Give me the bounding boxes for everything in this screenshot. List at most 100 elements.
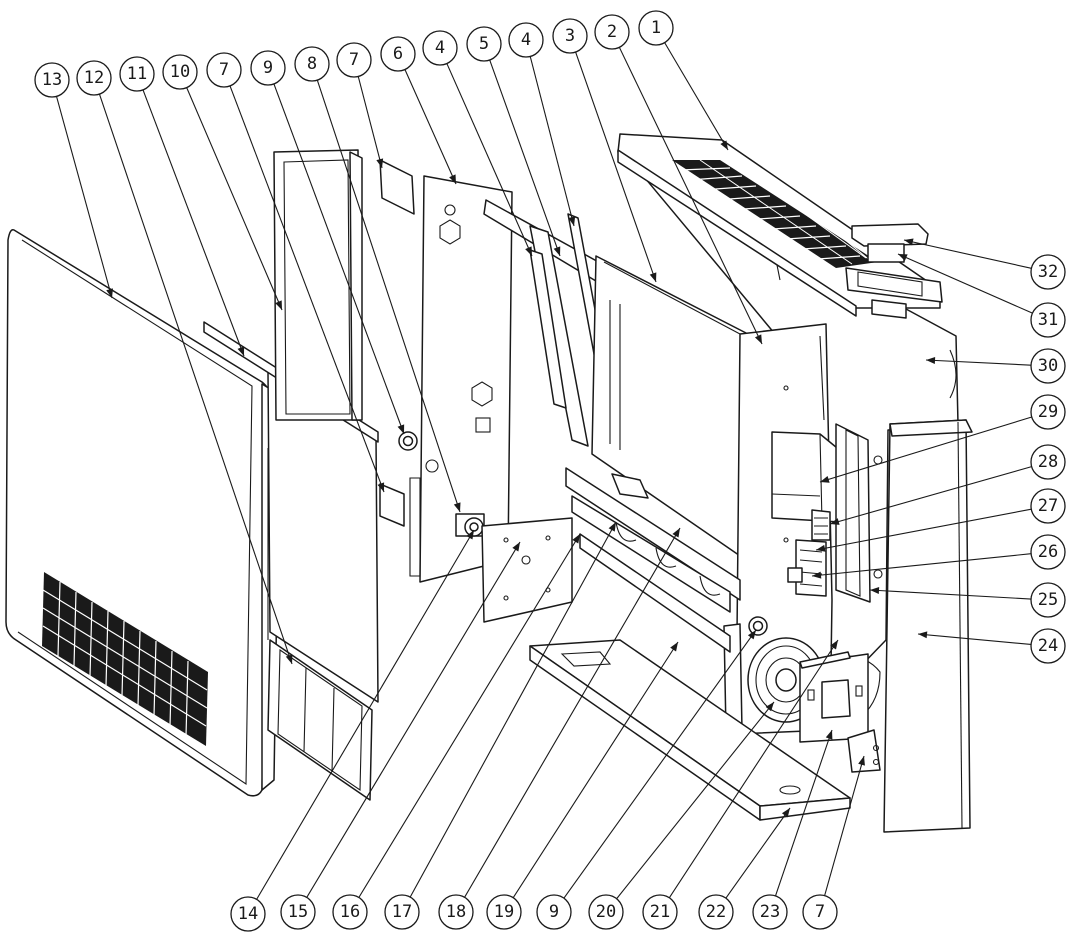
leader-line-30 [925,359,1032,366]
callout-circle [1030,348,1066,384]
callout-circle [1030,488,1066,524]
callout-circle [34,62,70,98]
callout-18: 18 [438,894,474,930]
control-box [771,423,883,603]
callout-circle [1030,444,1066,480]
leader-line-32 [903,239,1032,269]
leader-line-11 [142,89,245,357]
leader-line-4 [446,63,533,257]
leader-line-19 [512,641,679,899]
callout-number: 27 [1038,496,1058,516]
leader-arrow-7 [377,482,385,492]
callout-circle [802,894,838,930]
callout-circle [466,26,502,62]
leader-line-9 [563,629,757,899]
callout-number: 12 [84,68,104,88]
leader-line-28 [829,466,1032,525]
leader-arrow-8 [453,502,461,512]
callout-25: 25 [1030,582,1066,618]
leader-arrow-30 [926,356,936,364]
callout-circle [698,894,734,930]
leader-arrow-18 [672,528,680,538]
callout-9: 9 [536,894,572,930]
callout-number: 7 [349,50,359,70]
callout-number: 9 [549,902,559,922]
leader-arrow-4 [568,216,576,226]
callout-number: 14 [238,904,258,924]
leader-arrow-21 [830,640,838,650]
leader-arrow-11 [237,346,245,356]
callout-6: 6 [380,36,416,72]
callout-number: 19 [494,902,514,922]
callout-number: 23 [760,902,780,922]
small-bracket-top [379,159,415,215]
leader-line-22 [725,807,791,899]
callout-number: 16 [340,902,360,922]
parts-layer [5,133,973,833]
callout-7: 7 [206,52,242,88]
leader-arrow-9 [747,630,756,640]
front-cover-panel [5,228,281,797]
callout-number: 22 [706,902,726,922]
leader-arrow-7 [376,158,384,168]
callout-28: 28 [1030,444,1066,480]
callout-circle [642,894,678,930]
callout-number: 6 [393,44,403,64]
callout-circle [206,52,242,88]
callout-number: 10 [170,62,190,82]
leader-line-7 [229,85,385,493]
leader-arrow-22 [781,808,790,818]
callout-circle [250,50,286,86]
callout-circle [486,894,522,930]
leader-arrow-27 [816,544,826,552]
leader-line-7 [357,76,383,169]
leader-arrow-28 [830,518,840,525]
callout-number: 4 [435,38,445,58]
leader-line-12 [98,93,293,665]
callout-2: 2 [594,14,630,50]
callout-1: 1 [638,10,674,46]
leader-lines [55,42,1033,900]
leader-arrow-7 [858,756,865,766]
leader-arrow-15 [512,542,520,552]
callout-31: 31 [1030,302,1066,338]
callout-circle [76,60,112,96]
callout-5: 5 [466,26,502,62]
leader-arrow-10 [275,300,282,310]
leader-arrow-4 [525,246,532,256]
callout-16: 16 [332,894,368,930]
motor-mount-plate [799,651,869,743]
leader-line-4 [529,56,575,227]
leader-line-1 [664,42,729,151]
callout-number: 30 [1038,356,1058,376]
leader-arrow-29 [820,476,830,483]
leader-line-13 [55,96,113,299]
leader-line-31 [897,253,1033,314]
callout-30: 30 [1030,348,1066,384]
top-grille-cover [617,133,941,317]
callout-20: 20 [588,894,624,930]
callout-circle [1030,394,1066,430]
callout-23: 23 [752,894,788,930]
grommet-lower [748,616,768,636]
leader-line-5 [489,59,561,257]
callout-circle [162,54,198,90]
callout-circle [438,894,474,930]
leader-arrow-14 [466,530,474,540]
leader-arrow-12 [285,654,293,664]
narrow-strip-inner [529,249,567,409]
callout-27: 27 [1030,488,1066,524]
rear-frame [273,149,363,421]
leader-arrow-2 [754,334,762,344]
leader-line-9 [273,83,405,435]
callout-circle [1030,254,1066,290]
callout-4: 4 [422,30,458,66]
callout-circle [594,14,630,50]
leader-arrow-16 [572,534,580,544]
callout-circle [1030,628,1066,664]
leader-arrow-13 [106,288,113,298]
leader-line-27 [815,508,1032,551]
callout-7: 7 [336,42,372,78]
